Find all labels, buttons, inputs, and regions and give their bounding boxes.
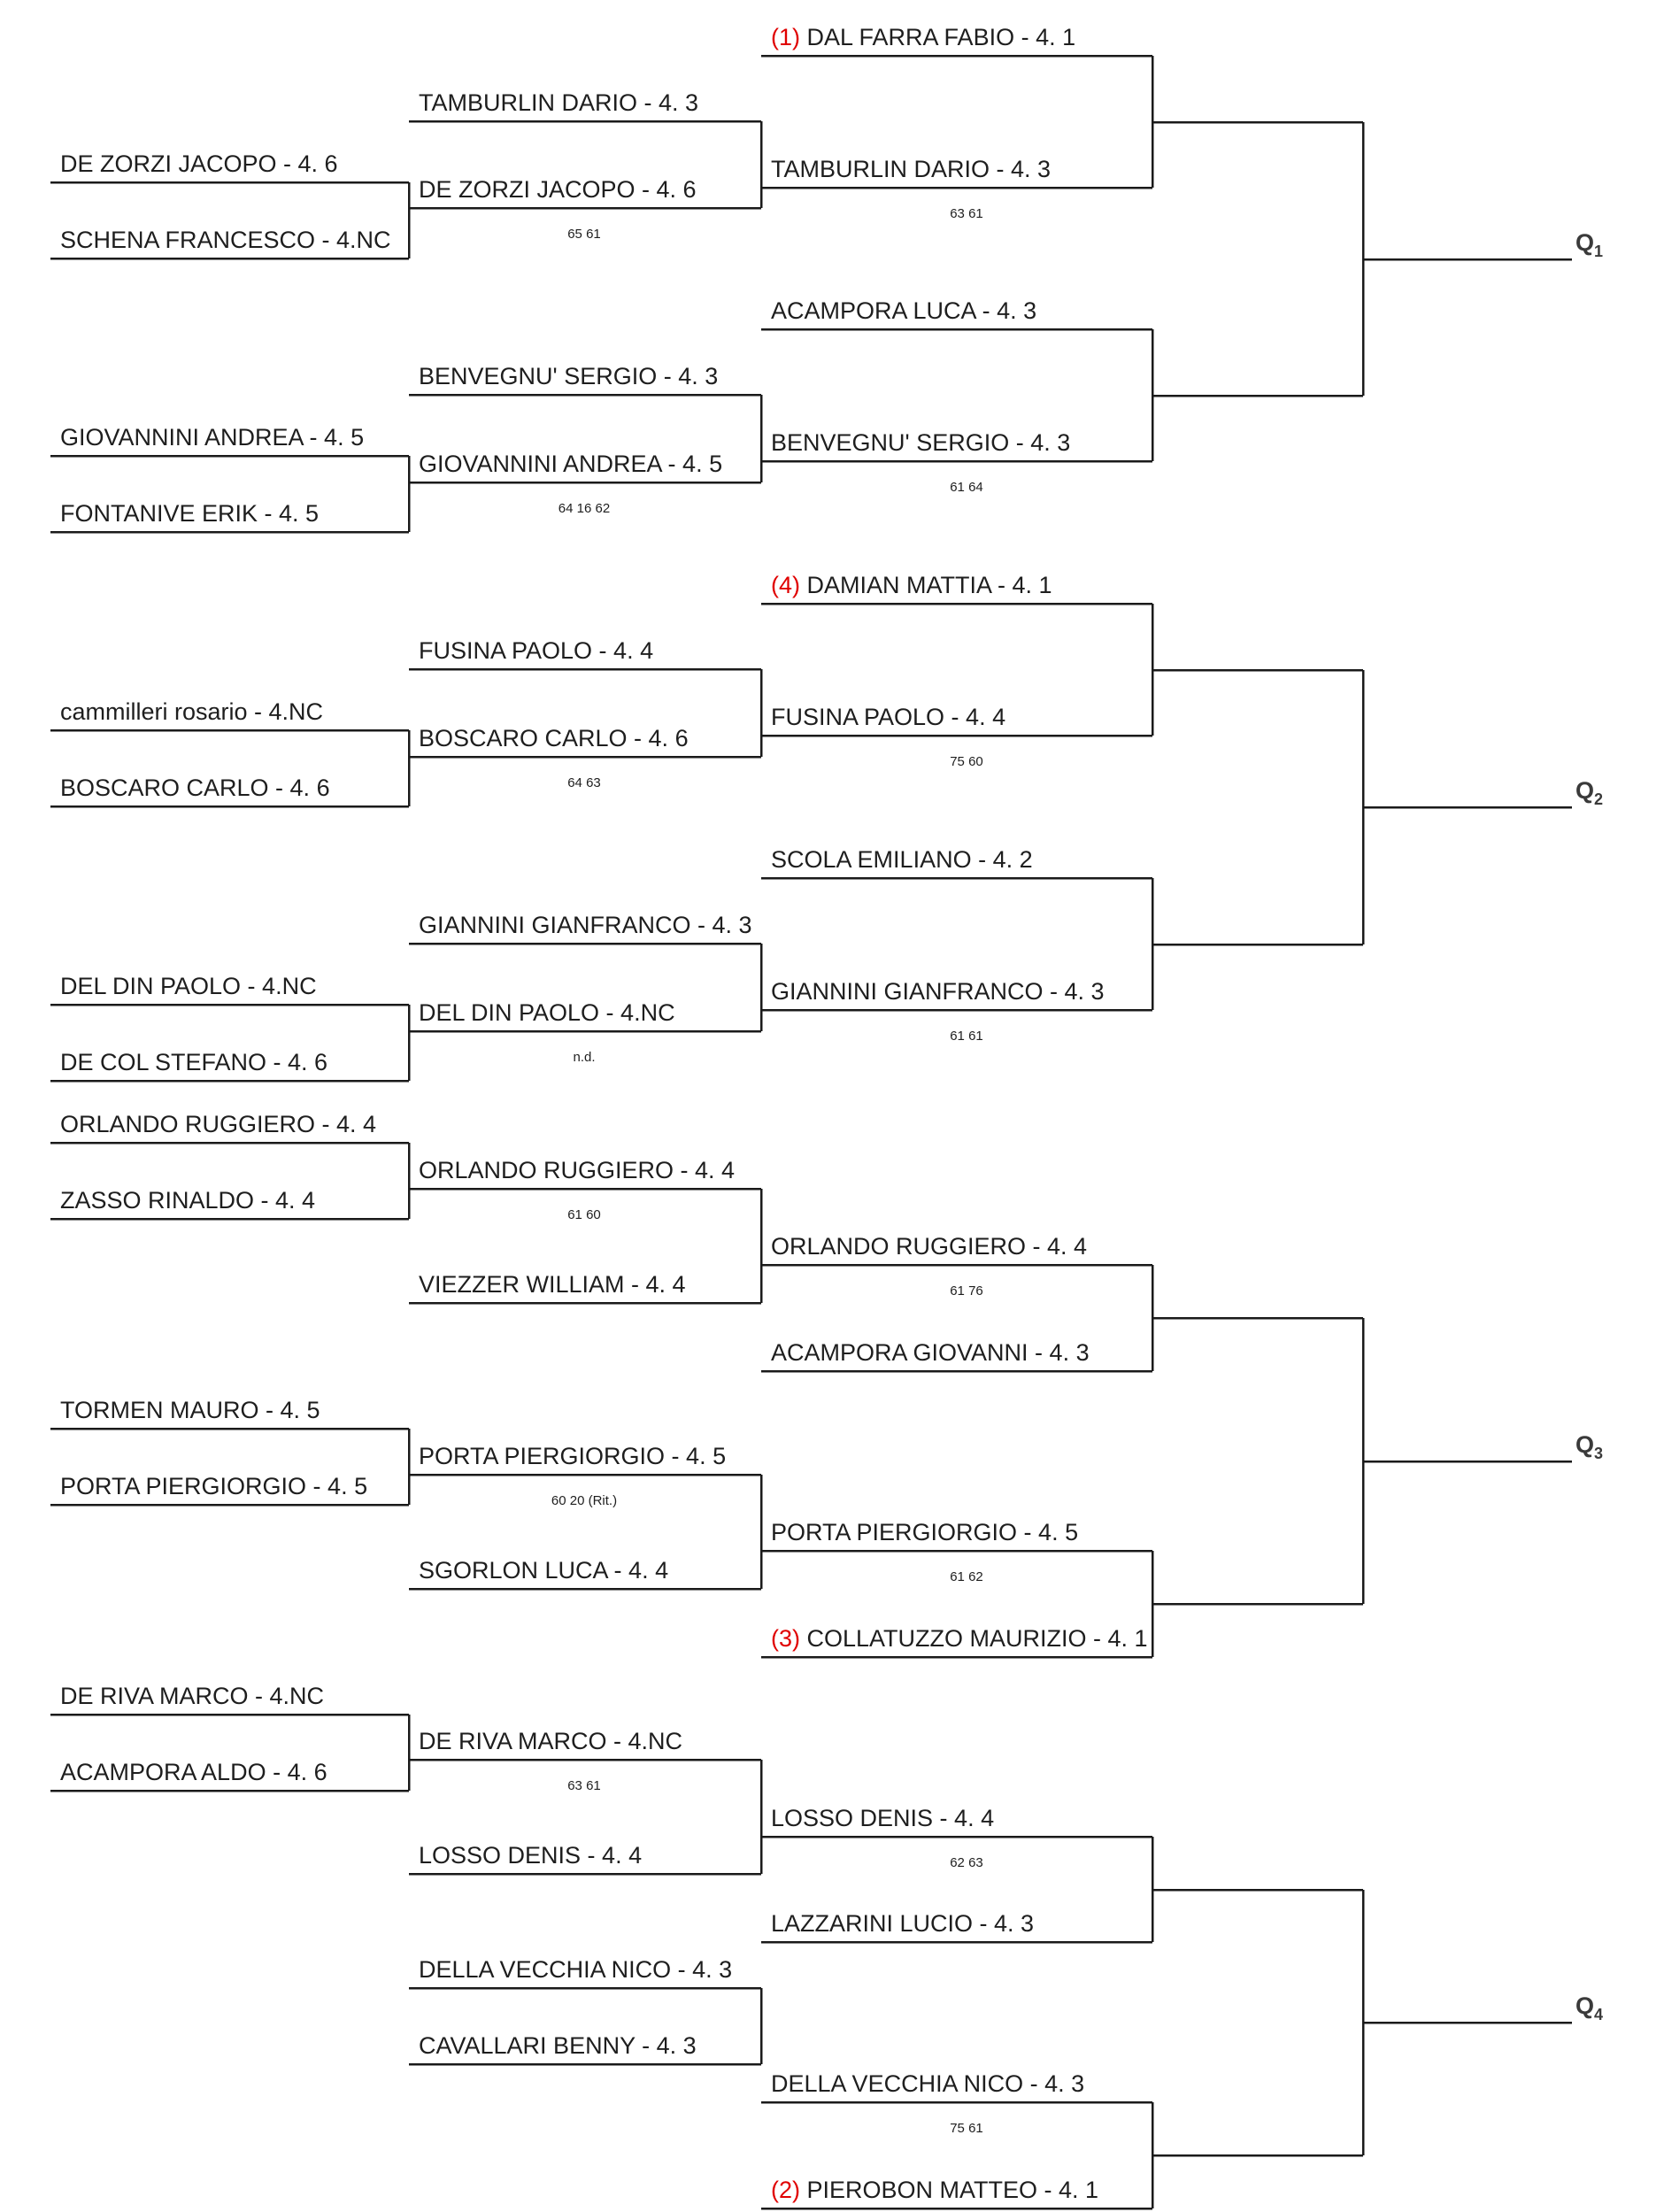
match-score: 61 60 (567, 1207, 601, 1222)
seed-label: (1) (771, 24, 800, 50)
match-score: 62 63 (950, 1855, 983, 1870)
r3-player: LAZZARINI LUCIO - 4. 3 (771, 1910, 1034, 1937)
seed-label: (4) (771, 572, 800, 598)
r2-player: VIEZZER WILLIAM - 4. 4 (419, 1271, 686, 1298)
match-score: 65 61 (567, 227, 601, 242)
match-score: 60 20 (Rit.) (551, 1493, 617, 1508)
r1-player: GIOVANNINI ANDREA - 4. 5 (60, 424, 364, 451)
qualifier-letter: Q (1575, 777, 1594, 804)
match-score: 61 62 (950, 1569, 983, 1584)
r1-player: PORTA PIERGIORGIO - 4. 5 (60, 1473, 367, 1499)
r1-player: DEL DIN PAOLO - 4.NC (60, 973, 317, 999)
player-name: DAL FARRA FABIO - 4. 1 (800, 24, 1075, 50)
match-score: n.d. (573, 1050, 595, 1065)
player-name: PIEROBON MATTEO - 4. 1 (800, 2177, 1098, 2203)
r2-player: FUSINA PAOLO - 4. 4 (419, 637, 653, 664)
r1-player: FONTANIVE ERIK - 4. 5 (60, 500, 319, 527)
qualifier-index: 2 (1594, 790, 1603, 808)
player-name: COLLATUZZO MAURIZIO - 4. 1 (800, 1625, 1148, 1652)
r1-player: TORMEN MAURO - 4. 5 (60, 1397, 320, 1423)
r2-player: TAMBURLIN DARIO - 4. 3 (419, 89, 698, 116)
r3-player: (2) PIEROBON MATTEO - 4. 1 (771, 2177, 1098, 2203)
r2-player: PORTA PIERGIORGIO - 4. 5 (419, 1443, 726, 1469)
match-score: 61 76 (950, 1283, 983, 1299)
r1-player: cammilleri rosario - 4.NC (60, 698, 323, 725)
r1-player: SCHENA FRANCESCO - 4.NC (60, 227, 391, 253)
seed-label: (2) (771, 2177, 800, 2203)
qualifier-letter: Q (1575, 1992, 1594, 2019)
r3-player: BENVEGNU' SERGIO - 4. 3 (771, 429, 1070, 456)
match-score: 63 61 (950, 206, 983, 221)
r3-player: (4) DAMIAN MATTIA - 4. 1 (771, 572, 1052, 598)
r2-player: DE RIVA MARCO - 4.NC (419, 1728, 682, 1754)
r1-player: DE COL STEFANO - 4. 6 (60, 1049, 327, 1075)
r2-player: SGORLON LUCA - 4. 4 (419, 1557, 668, 1584)
r2-player: DE ZORZI JACOPO - 4. 6 (419, 176, 697, 203)
r1-player: DE RIVA MARCO - 4.NC (60, 1683, 324, 1709)
qualifier-index: 1 (1594, 243, 1603, 260)
r2-player: CAVALLARI BENNY - 4. 3 (419, 2032, 697, 2059)
qualifier-index: 4 (1594, 2006, 1603, 2023)
r2-player: ORLANDO RUGGIERO - 4. 4 (419, 1157, 735, 1183)
qualifier-letter: Q (1575, 1431, 1594, 1458)
match-score: 75 60 (950, 754, 983, 769)
r2-player: GIANNINI GIANFRANCO - 4. 3 (419, 912, 752, 938)
r2-player: DELLA VECCHIA NICO - 4. 3 (419, 1956, 732, 1983)
player-name: DAMIAN MATTIA - 4. 1 (800, 572, 1052, 598)
qualifier-label: Q1 (1575, 229, 1603, 260)
r3-player: ACAMPORA LUCA - 4. 3 (771, 297, 1036, 324)
r1-player: ACAMPORA ALDO - 4. 6 (60, 1759, 327, 1785)
r1-player: ZASSO RINALDO - 4. 4 (60, 1187, 315, 1214)
qualifier-label: Q3 (1575, 1431, 1603, 1462)
r2-player: GIOVANNINI ANDREA - 4. 5 (419, 451, 722, 477)
r3-player: ORLANDO RUGGIERO - 4. 4 (771, 1233, 1087, 1260)
r2-player: LOSSO DENIS - 4. 4 (419, 1842, 642, 1869)
r3-player: FUSINA PAOLO - 4. 4 (771, 704, 1005, 730)
r3-player: (3) COLLATUZZO MAURIZIO - 4. 1 (771, 1625, 1148, 1652)
r3-player: LOSSO DENIS - 4. 4 (771, 1805, 994, 1831)
seed-label: (3) (771, 1625, 800, 1652)
match-score: 61 64 (950, 480, 983, 495)
r1-player: ORLANDO RUGGIERO - 4. 4 (60, 1111, 376, 1137)
qualifier-letter: Q (1575, 229, 1594, 256)
r1-player: DE ZORZI JACOPO - 4. 6 (60, 150, 338, 177)
qualifier-index: 3 (1594, 1445, 1603, 1462)
r1-player: BOSCARO CARLO - 4. 6 (60, 775, 330, 801)
match-score: 61 61 (950, 1029, 983, 1044)
r3-player: (1) DAL FARRA FABIO - 4. 1 (771, 24, 1075, 50)
bracket-labels: DE ZORZI JACOPO - 4. 6 SCHENA FRANCESCO -… (60, 24, 1603, 2203)
r3-player: PORTA PIERGIORGIO - 4. 5 (771, 1519, 1078, 1545)
r2-player: BENVEGNU' SERGIO - 4. 3 (419, 363, 718, 389)
r3-player: ACAMPORA GIOVANNI - 4. 3 (771, 1339, 1090, 1366)
r3-player: GIANNINI GIANFRANCO - 4. 3 (771, 978, 1105, 1005)
r3-player: DELLA VECCHIA NICO - 4. 3 (771, 2070, 1084, 2097)
match-score: 64 16 62 (559, 501, 610, 516)
qualifier-label: Q2 (1575, 777, 1603, 808)
r3-player: TAMBURLIN DARIO - 4. 3 (771, 156, 1051, 182)
match-score: 64 63 (567, 775, 601, 790)
qualifier-label: Q4 (1575, 1992, 1603, 2023)
r2-player: BOSCARO CARLO - 4. 6 (419, 725, 689, 751)
r3-player: SCOLA EMILIANO - 4. 2 (771, 846, 1033, 873)
match-score: 75 61 (950, 2121, 983, 2136)
match-score: 63 61 (567, 1778, 601, 1793)
bracket-lines (50, 54, 1572, 2210)
r2-player: DEL DIN PAOLO - 4.NC (419, 999, 675, 1026)
